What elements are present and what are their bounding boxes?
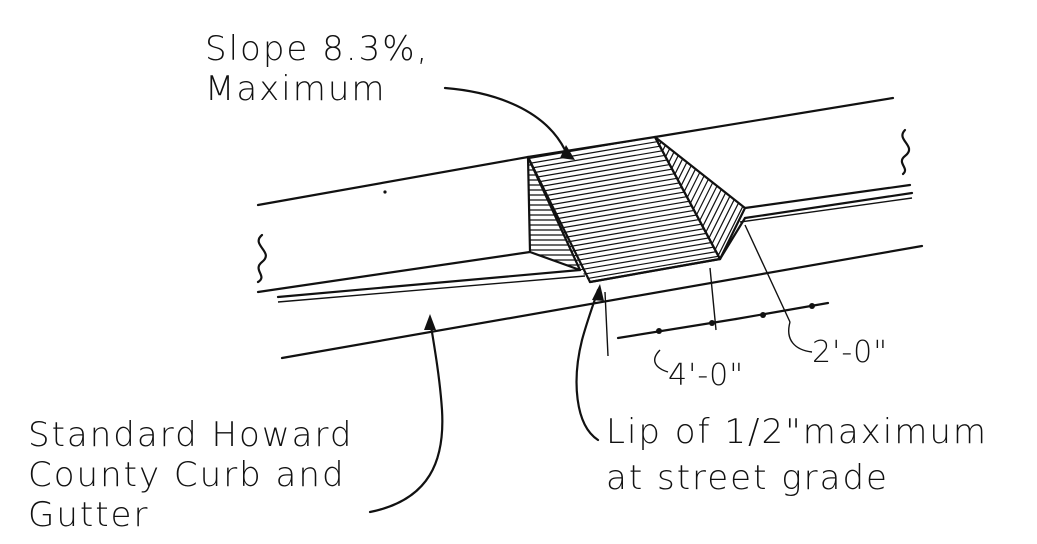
curb-label-line2: County Curb and [28, 455, 346, 495]
dim-label-4ft: 4'-0" [668, 358, 744, 393]
hatch-line [687, 137, 745, 259]
hatch-line [528, 137, 720, 171]
hatch-line [655, 137, 691, 259]
street-edge [280, 244, 924, 360]
slope-label-line1: Slope 8.3%, [205, 29, 429, 69]
hatch-line [520, 89, 730, 125]
slope-label-line2: Maximum [205, 69, 387, 109]
hatch-line [520, 74, 730, 110]
dim-label-2ft: 2'-0" [812, 335, 888, 370]
hatch-line [655, 137, 721, 259]
hatch-line [528, 137, 720, 166]
hatch-line [556, 120, 636, 280]
dimension-2ft [734, 224, 830, 353]
hatch-line [528, 138, 720, 176]
hatch-line [528, 253, 720, 282]
hatch-line [663, 137, 745, 259]
hatch-line [705, 137, 745, 259]
break-mark-right [900, 128, 911, 176]
hatch-line [528, 137, 720, 146]
sidewalk-dot [383, 190, 387, 194]
hatch-line [520, 79, 730, 115]
lip-label-line2: at street grade [606, 458, 889, 498]
hatch-line [699, 137, 745, 259]
hatch-line [717, 137, 745, 259]
hatch-line [528, 137, 720, 141]
hatch-line [528, 137, 720, 151]
sidewalk-back-edge [256, 96, 895, 207]
hatch-line [669, 137, 745, 259]
curb-leader [368, 314, 444, 514]
lip-label-line1: Lip of 1/2"maximum [606, 412, 988, 452]
break-mark-left [256, 233, 267, 284]
curb-top-line [256, 183, 912, 294]
hatch-line [655, 137, 679, 259]
hatch-line [528, 263, 720, 282]
hatch-line [528, 137, 720, 156]
hatch-line [528, 258, 720, 282]
hatch-line [711, 137, 745, 259]
hatch-line [520, 94, 730, 130]
hatch-line [655, 137, 661, 259]
hatch-line [655, 137, 697, 259]
hatch-line [520, 84, 730, 120]
curb-label-line3: Gutter [28, 495, 149, 535]
hatch-line [655, 137, 667, 259]
lip-leader [575, 284, 604, 442]
slope-leader [443, 86, 575, 160]
hatch-line [693, 137, 745, 259]
dimension-4ft [604, 267, 738, 373]
hatch-line [528, 137, 720, 161]
curb-label-line1: Standard Howard [28, 415, 353, 455]
